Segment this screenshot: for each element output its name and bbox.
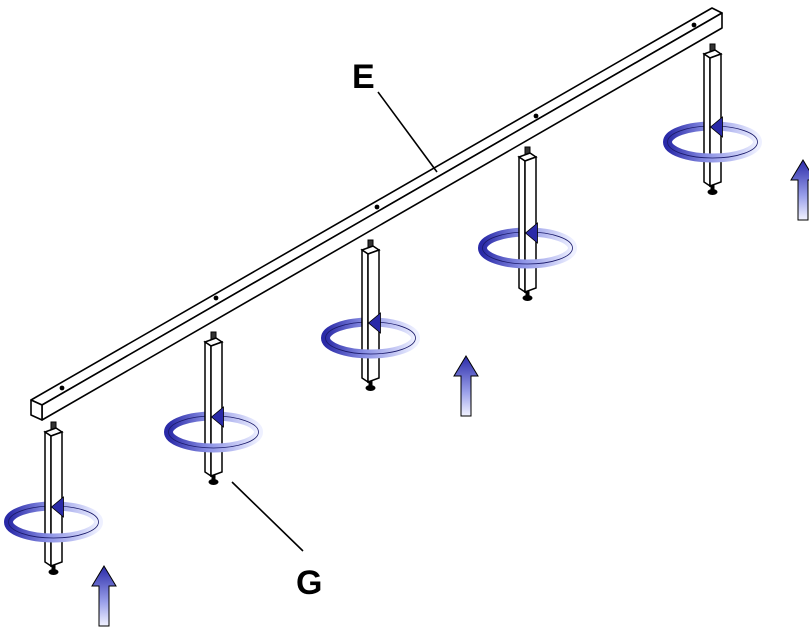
- rail-front-face: [41, 12, 723, 421]
- rail-hole: [691, 22, 697, 28]
- rail-end-face: [30, 399, 43, 421]
- leg-assembly: [4, 421, 103, 575]
- leg-foot-stem: [710, 185, 715, 190]
- rotate-arrow-icon: [709, 116, 723, 138]
- rail-hole: [59, 385, 65, 391]
- leg-left-face: [44, 430, 52, 568]
- rotate-arrow-icon: [50, 496, 64, 518]
- legs-group: [4, 43, 762, 575]
- rail-hole: [213, 295, 219, 301]
- rotate-arrow-icon: [524, 222, 538, 244]
- leg-foot: [48, 569, 59, 575]
- leg-foot-stem: [525, 291, 530, 296]
- leg-foot: [707, 189, 718, 195]
- leader-line-e: [377, 91, 438, 173]
- leg-left-face: [361, 248, 369, 384]
- leg-foot: [522, 295, 533, 301]
- leg-right-face: [367, 248, 380, 384]
- leg-assembly: [321, 239, 420, 391]
- lift-arrows-group: [91, 159, 809, 627]
- rotation-ring-front-outline: [8, 521, 99, 539]
- leg-assembly: [663, 43, 762, 195]
- leg-foot-stem: [211, 475, 216, 480]
- leg-assembly: [164, 331, 263, 485]
- leg-right-face: [709, 52, 722, 188]
- leg-right-face: [50, 430, 63, 568]
- up-arrow-icon: [91, 565, 117, 627]
- rail-holes: [59, 22, 697, 391]
- leg-left-face: [518, 155, 526, 294]
- up-arrow-icon: [790, 159, 809, 221]
- rail-hole: [374, 204, 380, 210]
- leader-line-g: [231, 481, 304, 552]
- leg-foot: [365, 385, 376, 391]
- rotate-arrow-icon: [367, 312, 381, 334]
- leg-left-face: [703, 52, 711, 188]
- rotation-ring-front-outline: [667, 141, 758, 159]
- leg-right-face: [524, 155, 537, 294]
- leg-foot-stem: [51, 565, 56, 570]
- label-g: G: [296, 564, 322, 602]
- leg-foot-stem: [368, 381, 373, 386]
- up-arrow-icon: [453, 355, 479, 417]
- leg-assembly: [478, 146, 577, 301]
- rotation-ring-front-outline: [168, 431, 259, 449]
- rotation-ring-front-outline: [325, 337, 416, 355]
- rail-hole: [533, 113, 539, 119]
- leg-left-face: [204, 340, 212, 478]
- rail-e: [30, 7, 723, 421]
- rotation-ring-front-outline: [482, 247, 573, 265]
- rotate-arrow-icon: [210, 406, 224, 428]
- leg-foot: [208, 479, 219, 485]
- label-e: E: [352, 58, 375, 96]
- leg-right-face: [210, 340, 223, 478]
